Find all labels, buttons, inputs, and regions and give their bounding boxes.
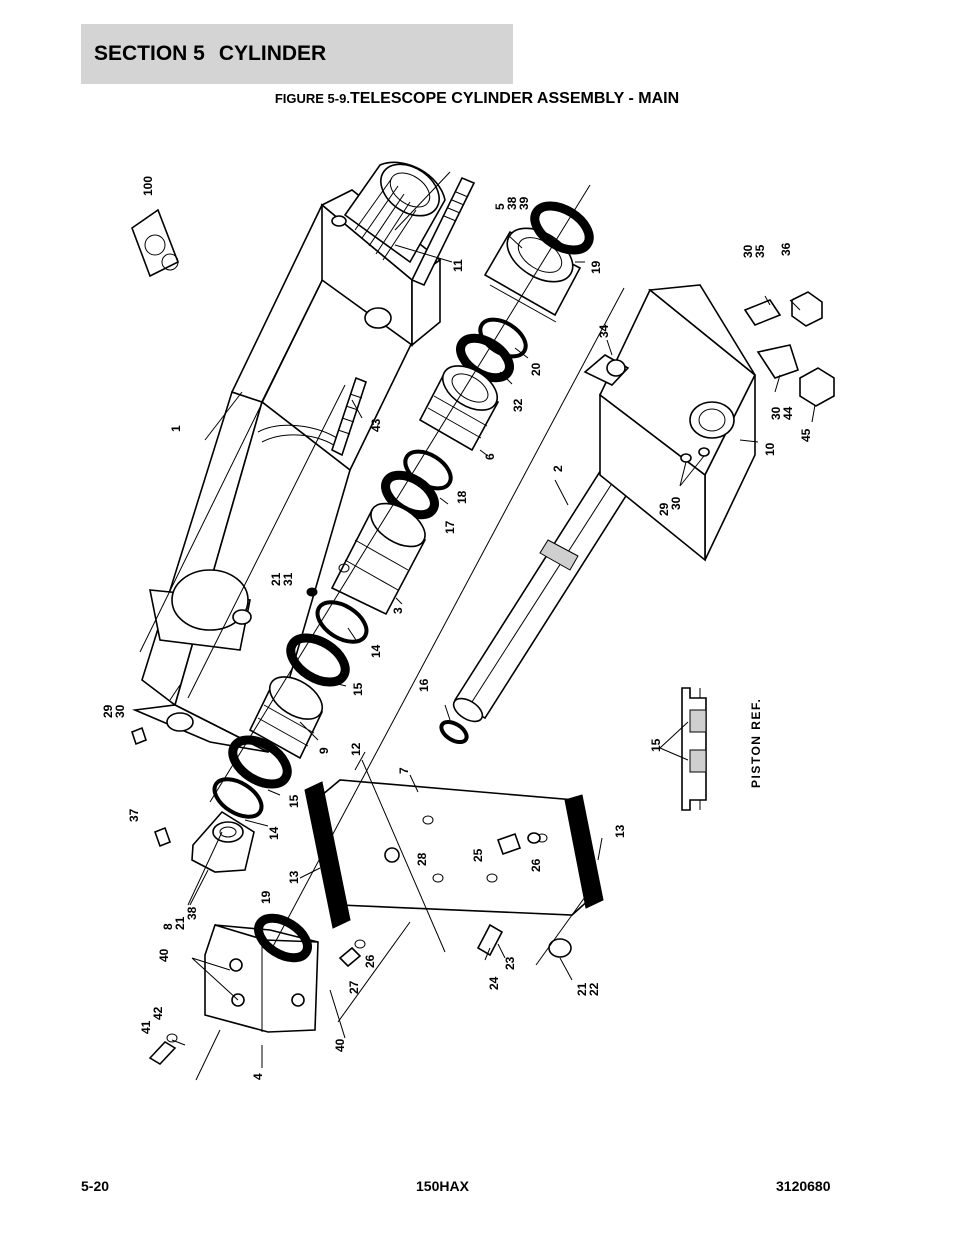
callout: 30 (669, 496, 683, 510)
callout: 21 (173, 916, 187, 930)
callout: 41 (139, 1020, 153, 1034)
callout: 34 (597, 324, 611, 338)
callout: 37 (127, 808, 141, 822)
callout: 15 (287, 794, 301, 808)
barrel-assembly (131, 161, 476, 754)
callout: 3 (391, 607, 405, 614)
callout: 30 (769, 406, 783, 420)
callout: 29 (657, 502, 671, 516)
seal-kit-card (131, 208, 180, 278)
callout: 14 (369, 644, 383, 658)
callout: 21 (575, 982, 589, 996)
callout: 6 (483, 453, 497, 460)
callout: 12 (349, 742, 363, 756)
clamp-block (148, 913, 366, 1066)
figure-title: FIGURE 5-9.TELESCOPE CYLINDER ASSEMBLY -… (0, 90, 954, 108)
callout: 13 (613, 824, 627, 838)
page-number: 5-20 (81, 1178, 110, 1194)
callout: 39 (517, 196, 531, 210)
callout: 27 (347, 980, 361, 994)
callout: 26 (363, 954, 377, 968)
callout: 14 (267, 826, 281, 840)
callout: 22 (587, 982, 601, 996)
callout: 26 (529, 858, 543, 872)
figure-number: FIGURE 5-9. (274, 91, 350, 106)
callout: 30 (741, 244, 755, 258)
callout: 15 (351, 682, 365, 696)
piston-ref-detail (681, 687, 707, 811)
callout: 36 (779, 242, 793, 256)
model-number: 150HAX (416, 1178, 469, 1194)
callout: 40 (157, 948, 171, 962)
callout: 29 (101, 704, 115, 718)
callout: 23 (503, 956, 517, 970)
callout: 31 (281, 572, 295, 586)
callout: 30 (113, 704, 127, 718)
mount-bracket (304, 779, 604, 958)
section-header: SECTION 5 CYLINDER (81, 24, 513, 84)
callout: 100 (141, 176, 155, 196)
rod-end-block (583, 284, 835, 562)
callout-labels: 100 11 1 43 5 38 39 19 20 32 6 18 17 3 2… (101, 176, 813, 1080)
callout: 42 (151, 1006, 165, 1020)
leader-lines (139, 171, 816, 1081)
figure-caption: TELESCOPE CYLINDER ASSEMBLY - MAIN (349, 90, 680, 107)
section-title: CYLINDER (218, 42, 327, 65)
callout: 44 (781, 406, 795, 420)
callout: 15 (649, 738, 663, 752)
callout: 40 (333, 1038, 347, 1052)
callout: 9 (317, 747, 331, 754)
callout: 25 (471, 848, 485, 862)
callout: 5 (493, 203, 507, 210)
callout: 4 (251, 1073, 265, 1080)
section-number: SECTION 5 (94, 42, 205, 65)
callout: 8 (161, 923, 175, 930)
callout: 19 (259, 890, 273, 904)
callout: 24 (487, 976, 501, 990)
callout: 32 (511, 398, 525, 412)
callout: 1 (169, 425, 183, 432)
callout: 28 (415, 852, 429, 866)
callout: 10 (763, 442, 777, 456)
callout: 45 (799, 428, 813, 442)
callout: 43 (369, 418, 383, 432)
callout: 17 (443, 520, 457, 534)
rod-component-stack (131, 201, 594, 873)
callout: 18 (455, 490, 469, 504)
callout: 38 (505, 196, 519, 210)
callout: 2 (551, 465, 565, 472)
callout: 35 (753, 244, 767, 258)
callout: 38 (185, 906, 199, 920)
callout: 16 (417, 678, 431, 692)
callout: 21 (269, 572, 283, 586)
callout: 19 (589, 260, 603, 274)
callout: 13 (287, 870, 301, 884)
callout: 20 (529, 362, 543, 376)
document-number: 3120680 (776, 1178, 831, 1194)
callout: 11 (451, 259, 465, 272)
piston-ref-label: PISTON REF. (749, 698, 763, 788)
callout: 7 (397, 767, 411, 774)
